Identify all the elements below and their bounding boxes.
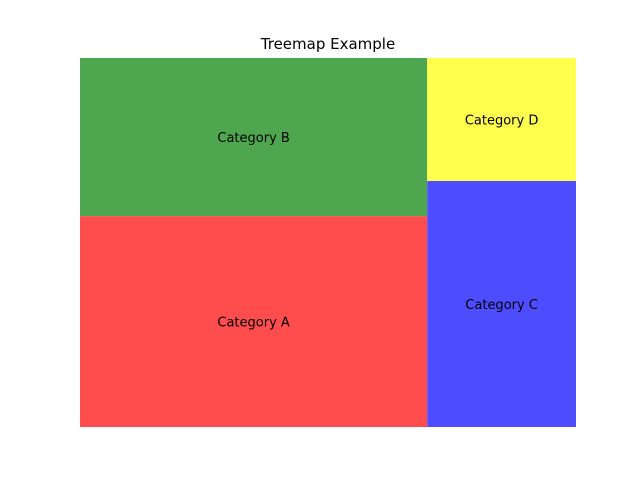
treemap-label-category-b: Category B [217,131,289,146]
chart-title: Treemap Example [260,35,395,53]
treemap-label-category-c: Category C [465,298,538,313]
treemap-cell-category-c [427,181,576,427]
treemap-area: Category A Category B Category C Category D [80,58,576,427]
treemap-cell-category-d [427,58,576,181]
treemap-label-category-a: Category A [217,316,290,331]
treemap-label-category-d: Category D [465,114,539,129]
treemap-cell-category-b [80,58,428,217]
treemap-cell-category-a [80,216,428,427]
